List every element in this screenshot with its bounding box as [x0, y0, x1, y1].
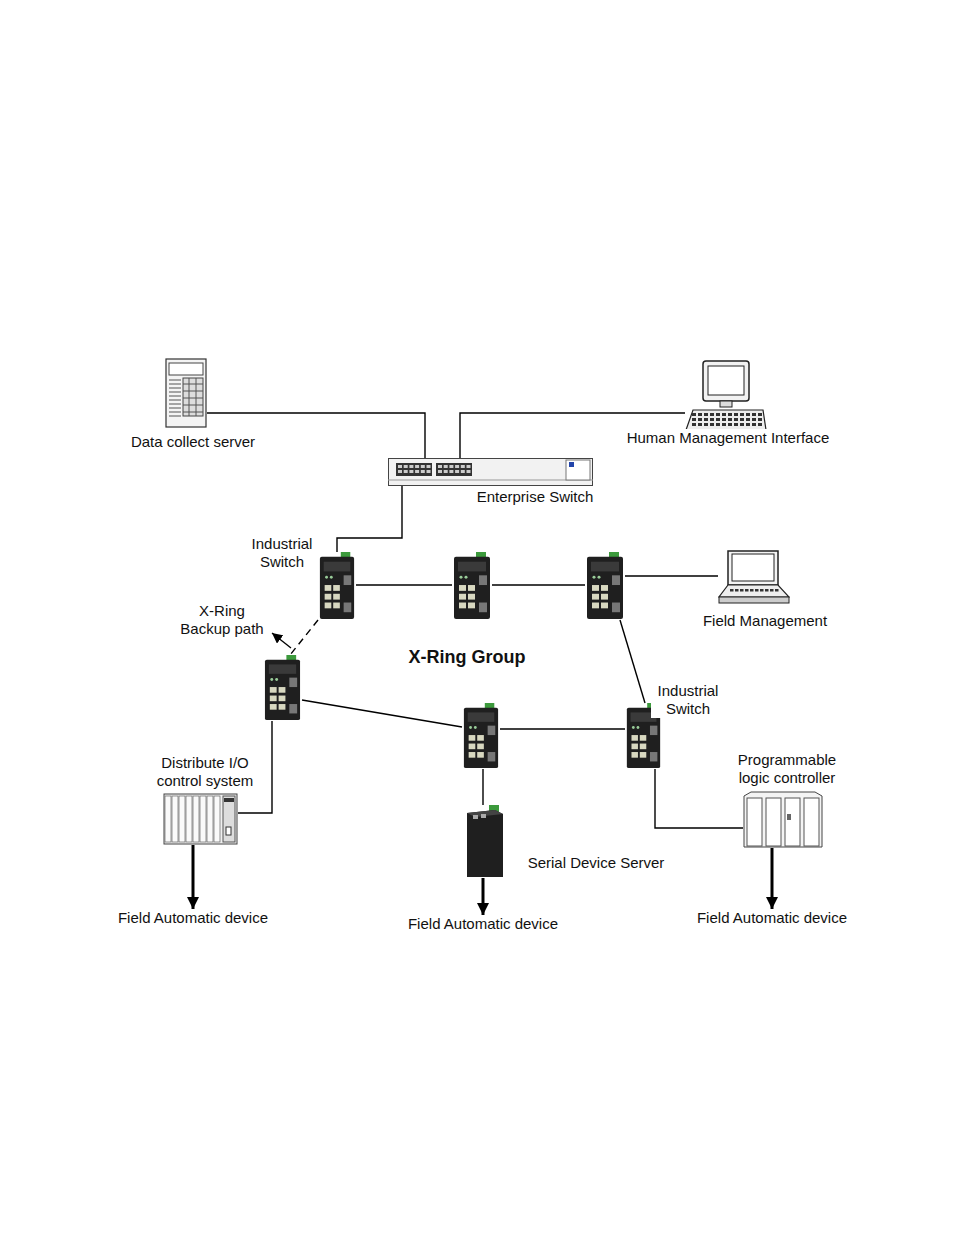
network-device: Field Management: [718, 550, 790, 605]
network-device: [585, 552, 625, 620]
device-name: Industrial Switch: [245, 535, 319, 571]
network-device: Human Management Interface: [685, 360, 767, 432]
industrial-switch-icon: [452, 552, 492, 620]
device-label: Field Automatic device: [696, 909, 848, 927]
device-name: Industrial Switch: [651, 682, 725, 718]
network-device: [263, 655, 302, 721]
industrial-switch-icon: [318, 552, 356, 620]
device-name: Serial Device Server: [527, 854, 666, 872]
network-link: [625, 575, 718, 576]
laptop-icon: [718, 550, 790, 605]
network-link: [482, 769, 483, 805]
group-title: X-Ring Group: [409, 648, 526, 666]
device-name: Field Automatic device: [117, 909, 269, 927]
device-name: Field Automatic device: [407, 915, 559, 933]
network-link: [492, 584, 585, 585]
network-device: Enterprise Switch: [388, 458, 593, 486]
serial-server-icon: [465, 805, 505, 878]
backup-link: [290, 620, 318, 655]
network-link: [500, 728, 625, 729]
network-device: Programmable logic controller: [743, 790, 823, 848]
industrial-switch-icon: [462, 703, 500, 769]
enterprise-switch-icon: [388, 458, 593, 486]
server-icon: [165, 358, 207, 428]
plc-icon: [743, 790, 823, 848]
io-rack-icon: [163, 793, 238, 845]
network-link: [337, 486, 402, 552]
network-device: Serial Device Server: [465, 805, 505, 878]
device-name: Human Management Interface: [626, 429, 831, 447]
leader-arrow: [272, 633, 291, 648]
industrial-switch-icon: [585, 552, 625, 620]
device-name: Field Automatic device: [696, 909, 848, 927]
network-device: Industrial Switch: [318, 552, 356, 620]
workstation-icon: [685, 360, 767, 432]
device-name: Enterprise Switch: [476, 488, 595, 506]
output-arrow: [771, 848, 774, 909]
network-device: Distribute I/O control system: [163, 793, 238, 845]
device-name: Programmable logic controller: [726, 751, 848, 787]
network-link: [356, 584, 452, 585]
callout-label: X-Ring Backup path: [176, 602, 268, 638]
device-label: Field Automatic device: [407, 915, 559, 933]
device-label: Field Automatic device: [117, 909, 269, 927]
device-name: Data collect server: [130, 433, 256, 451]
network-link: [620, 620, 645, 703]
network-link: [302, 700, 462, 727]
industrial-switch-icon: [263, 655, 302, 721]
output-arrow: [482, 878, 485, 915]
network-device: [452, 552, 492, 620]
network-device: [462, 703, 500, 769]
output-arrow: [192, 845, 195, 909]
network-device: Industrial Switch: [625, 703, 662, 769]
device-name: Field Management: [702, 612, 828, 630]
network-device: Data collect server: [165, 358, 207, 428]
device-name: Distribute I/O control system: [149, 754, 261, 790]
